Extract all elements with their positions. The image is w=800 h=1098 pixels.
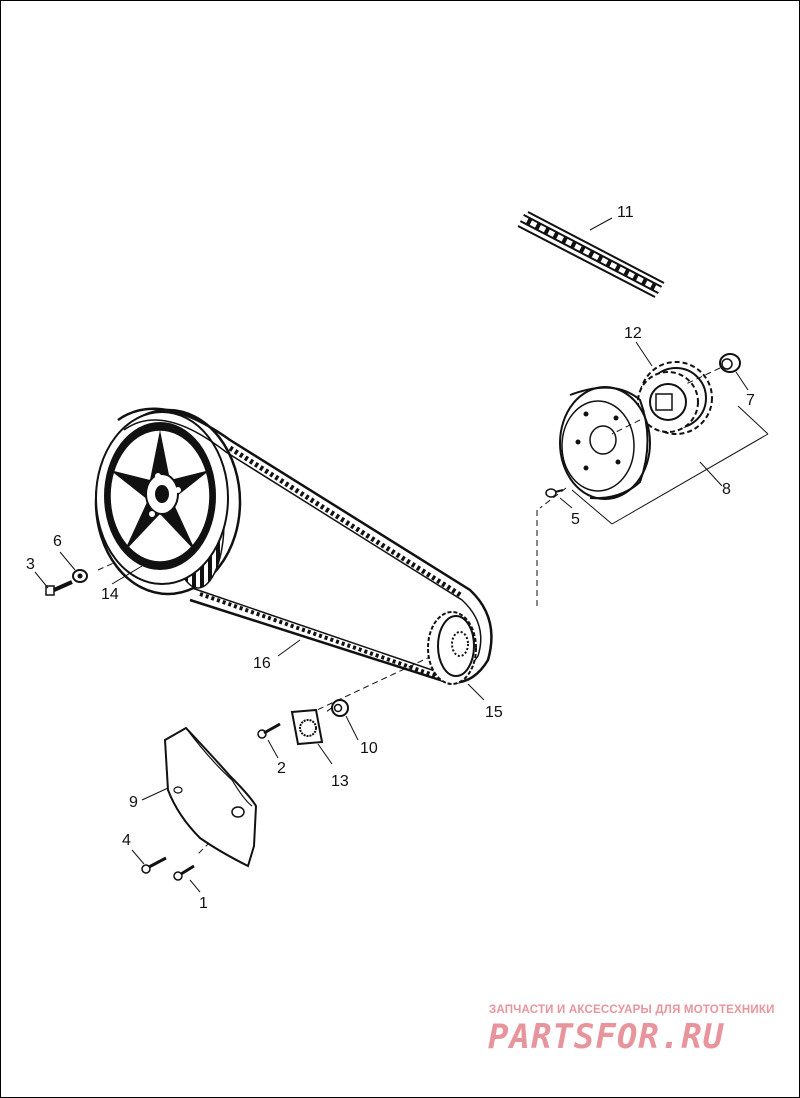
callout-8: 8 (722, 481, 731, 498)
callout-9: 9 (129, 794, 138, 811)
sprocket-nut (719, 353, 741, 373)
callout-2: 2 (277, 760, 286, 777)
shell-screw (545, 488, 564, 498)
callout-10: 10 (360, 740, 378, 757)
cover-screw-long (141, 856, 167, 874)
primary-chain (517, 211, 665, 298)
callout-3: 3 (26, 556, 35, 573)
pulley-washer (72, 569, 88, 583)
callout-labels: 1 2 3 4 5 6 7 8 9 10 11 12 13 14 15 16 (26, 204, 755, 912)
callout-1: 1 (199, 895, 208, 912)
callout-7: 7 (746, 392, 755, 409)
callout-6: 6 (53, 533, 62, 550)
cover-screw-short (173, 864, 195, 881)
pulley-bolt (45, 580, 73, 596)
lock-plate (290, 708, 324, 746)
callout-16: 16 (253, 655, 271, 672)
clutch-sprocket (637, 361, 713, 435)
callout-15: 15 (485, 704, 503, 721)
sprocket-nut-lower (331, 699, 349, 717)
assembly-bracket (571, 405, 769, 525)
callout-11: 11 (617, 204, 634, 221)
clutch-shell (559, 386, 651, 500)
transmission-sprocket (427, 611, 477, 685)
callout-12: 12 (624, 325, 642, 342)
callout-14: 14 (101, 586, 119, 603)
rear-pulley (94, 408, 242, 596)
callout-leaders (34, 217, 749, 893)
sprocket-cover (163, 726, 258, 868)
callout-13: 13 (331, 773, 349, 790)
callout-5: 5 (571, 511, 580, 528)
watermark-subtitle: ЗАПЧАСТИ И АКСЕССУАРЫ ДЛЯ МОТОТЕХНИКИ (489, 1004, 775, 1016)
callout-4: 4 (122, 832, 131, 849)
lock-plate-screw (257, 722, 281, 739)
watermark-logo: PARTSFOR.RU (488, 1017, 725, 1057)
